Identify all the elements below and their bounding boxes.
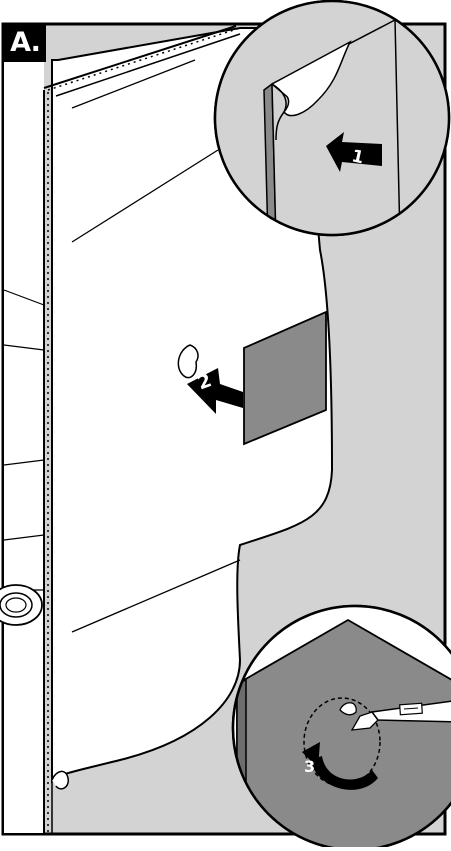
wall-hole <box>0 585 42 625</box>
step-3-number: 3 <box>304 757 315 776</box>
panel-label: A. <box>4 24 46 62</box>
left-wall-strip <box>4 62 44 833</box>
